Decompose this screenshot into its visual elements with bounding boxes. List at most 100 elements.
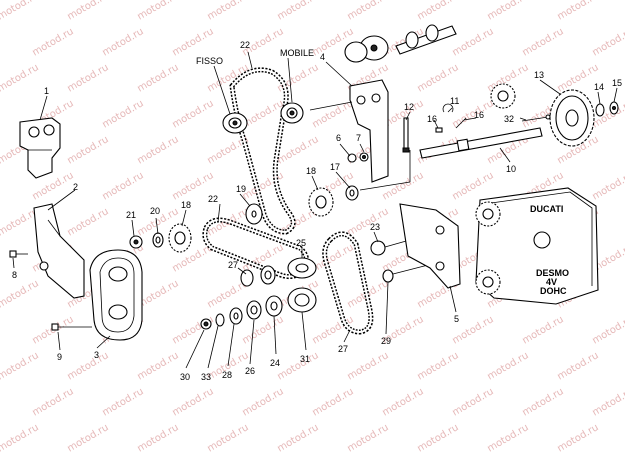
callout-25: 25	[296, 238, 306, 248]
callout-27b: 27	[338, 344, 348, 354]
part-10-shaft	[419, 127, 543, 159]
callout-32: 32	[504, 114, 514, 124]
camshaft	[344, 24, 457, 63]
callout-16a: 16	[427, 114, 437, 124]
watermark-text: motod.ru	[555, 0, 600, 23]
callout-27a: 27	[228, 260, 238, 270]
watermark-text: motod.ru	[100, 170, 145, 202]
callout-15: 15	[612, 78, 622, 88]
part-15-nut	[609, 101, 619, 115]
watermark-text: motod.ru	[275, 134, 320, 166]
part-3-belt-cover	[89, 249, 143, 341]
cam-cover	[475, 187, 599, 305]
part-20-washer	[152, 232, 164, 248]
callout-22b: 22	[208, 194, 218, 204]
watermark-text: motod.ru	[30, 386, 75, 418]
watermark-text: motod.ru	[345, 350, 390, 382]
watermark-text: motod.ru	[0, 350, 41, 382]
part-14-washer	[595, 103, 605, 117]
watermark-text: motod.ru	[170, 98, 215, 130]
leader-lines	[12, 51, 618, 369]
watermark-text: motod.ru	[135, 350, 180, 382]
watermark-text: motod.ru	[0, 278, 41, 310]
part-2-bracket	[33, 203, 85, 299]
watermark-text: motod.ru	[485, 350, 530, 382]
watermark-text: motod.ru	[65, 62, 110, 94]
part-32-bolt	[521, 114, 551, 122]
watermark-text: motod.ru	[100, 98, 145, 130]
callout-16b: 16	[474, 110, 484, 120]
watermark-text: motod.ru	[170, 26, 215, 58]
callout-17: 17	[330, 162, 340, 172]
watermark-text: motod.ru	[65, 206, 110, 238]
callout-19: 19	[236, 184, 246, 194]
callout-18a: 18	[306, 166, 316, 176]
callout-26: 26	[245, 366, 255, 376]
callout-10: 10	[506, 164, 516, 174]
cover-text-dohc: DOHC	[540, 286, 567, 296]
label-fisso: FISSO	[196, 56, 223, 66]
callout-18b: 18	[181, 200, 191, 210]
watermark-text: motod.ru	[345, 422, 390, 454]
watermark-text: motod.ru	[135, 134, 180, 166]
watermark-text: motod.ru	[590, 98, 625, 130]
part-13-gear	[490, 83, 595, 147]
watermark-text: motod.ru	[0, 62, 41, 94]
watermark-text: motod.ru	[520, 386, 565, 418]
callout-31: 31	[300, 354, 310, 364]
callout-24: 24	[270, 358, 280, 368]
watermark-text: motod.ru	[240, 98, 285, 130]
cover-text-ducati: DUCATI	[530, 204, 563, 214]
watermark-text: motod.ru	[65, 350, 110, 382]
fisso-tensioner	[222, 112, 248, 134]
callout-6: 6	[336, 133, 341, 143]
callout-13: 13	[534, 70, 544, 80]
part-18-pulley-upper	[308, 150, 411, 217]
part-27-ring	[240, 265, 276, 287]
callout-11: 11	[450, 96, 459, 106]
part-30-nut	[200, 318, 212, 330]
part-28-bushing	[229, 307, 243, 325]
callout-5: 5	[454, 314, 459, 324]
watermark-text: motod.ru	[0, 422, 41, 454]
watermark-text: motod.ru	[240, 314, 285, 346]
callout-12: 12	[404, 102, 414, 112]
part-21-nut	[129, 235, 143, 249]
callout-8: 8	[12, 270, 17, 280]
part-24-spacer	[265, 295, 283, 317]
watermark-text: motod.ru	[205, 422, 250, 454]
watermark-text: motod.ru	[590, 386, 625, 418]
watermark-text: motod.ru	[415, 0, 460, 23]
part-31-bearing	[287, 287, 317, 313]
watermark-text: motod.ru	[240, 386, 285, 418]
watermark-text: motod.ru	[590, 170, 625, 202]
callout-9: 9	[57, 352, 62, 362]
watermark-text: motod.ru	[135, 62, 180, 94]
part-5-bracket	[399, 203, 461, 289]
watermark-text: motod.ru	[555, 350, 600, 382]
part-18-pulley-lower	[168, 223, 192, 253]
callout-28: 28	[222, 370, 232, 380]
watermark-text: motod.ru	[345, 206, 390, 238]
part-22-upper-belt	[229, 67, 296, 235]
watermark-text: motod.ru	[135, 422, 180, 454]
callout-7: 7	[356, 133, 361, 143]
part-19-washer	[245, 203, 263, 225]
watermark-text: motod.ru	[485, 0, 530, 23]
watermark-text: motod.ru	[100, 26, 145, 58]
callouts: 1 2 3 4 5 6 7 8 9 10 11 12 13 14 15 16 1…	[12, 40, 622, 382]
watermark-text: motod.ru	[485, 422, 530, 454]
watermark-text: motod.ru	[0, 0, 41, 23]
watermark-text: motod.ru	[345, 0, 390, 23]
watermark-text: motod.ru	[100, 386, 145, 418]
part-33-washer	[215, 313, 225, 327]
cover-text-4v: 4V	[546, 277, 557, 287]
watermark-text: motod.ru	[170, 386, 215, 418]
part-12-stud	[402, 117, 410, 153]
watermark-text: motod.ru	[205, 62, 250, 94]
part-26-spacer	[246, 300, 262, 320]
watermark-text: motod.ru	[415, 350, 460, 382]
watermark-text: motod.ru	[555, 422, 600, 454]
